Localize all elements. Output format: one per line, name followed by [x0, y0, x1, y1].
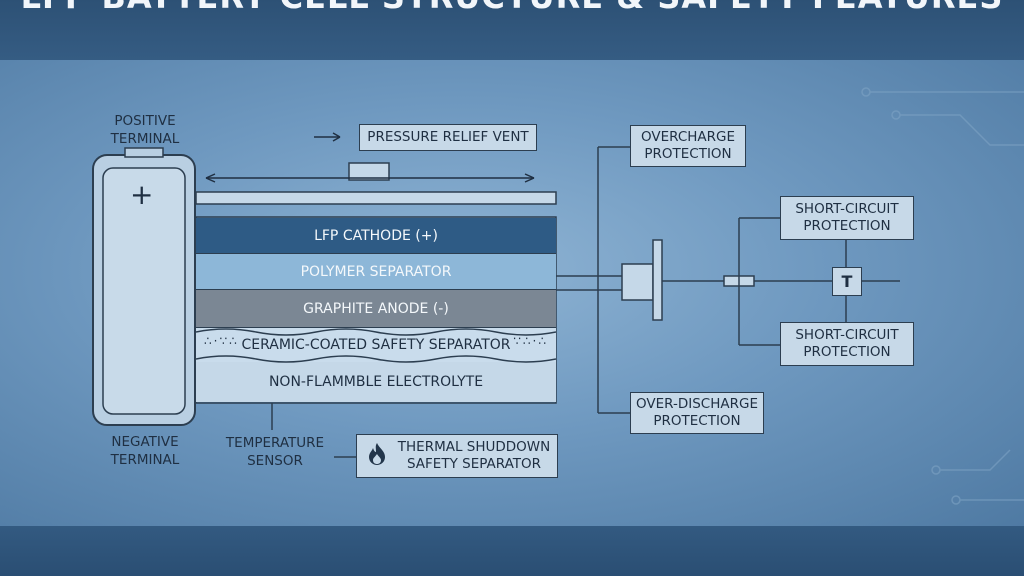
- connector-block: [621, 263, 654, 301]
- circuit-decoration: [861, 87, 1024, 505]
- vent-block: [348, 162, 390, 181]
- top-plate: [195, 191, 557, 205]
- plus-sign: +: [130, 178, 154, 211]
- short-circuit-protection-top: SHORT-CIRCUIT PROTECTION: [780, 196, 914, 240]
- page-title: LFP BATTERY CELL STRUCTURE & SAFETY FEAT…: [0, 0, 1024, 16]
- connector-flange: [652, 239, 663, 321]
- layer-electrolyte: NON-FLAMMBLE ELECTROLYTE: [196, 362, 556, 402]
- overcharge-protection-box: OVERCHARGE PROTECTION: [630, 125, 746, 167]
- layer-cathode: LFP CATHODE (+): [196, 218, 556, 254]
- over-discharge-protection-box: OVER-DISCHARGE PROTECTION: [630, 392, 764, 434]
- separator-wave: [196, 328, 556, 363]
- positive-terminal-label: POSITIVE TERMINAL: [110, 113, 180, 147]
- flame-icon: [363, 442, 391, 471]
- footer-band: [0, 526, 1024, 576]
- thermal-shutdown-box: THERMAL SHUDDOWN SAFETY SEPARATOR: [356, 434, 558, 478]
- pressure-vent-label: PRESSURE RELIEF VENT: [359, 124, 537, 151]
- fuse-box: T: [832, 267, 862, 296]
- layer-ceramic-separator: ∴·∵∴ CERAMIC-COATED SAFETY SEPARATOR ∵∴·…: [196, 328, 556, 362]
- layer-polymer-separator: POLYMER SEPARATOR: [196, 254, 556, 290]
- short-circuit-protection-bottom: SHORT-CIRCUIT PROTECTION: [780, 322, 914, 366]
- battery-inner: [102, 167, 186, 415]
- layer-anode: GRAPHITE ANODE (-): [196, 290, 556, 328]
- separator-dots-right: ∵∴·∴: [513, 334, 548, 348]
- temperature-sensor-label: TEMPERATURE SENSOR: [225, 435, 325, 469]
- separator-dots-left: ∴·∵∴: [204, 334, 239, 348]
- positive-cap: [124, 147, 164, 158]
- title-banner: [0, 0, 1024, 60]
- negative-terminal-label: NEGATIVE TERMINAL: [110, 434, 180, 468]
